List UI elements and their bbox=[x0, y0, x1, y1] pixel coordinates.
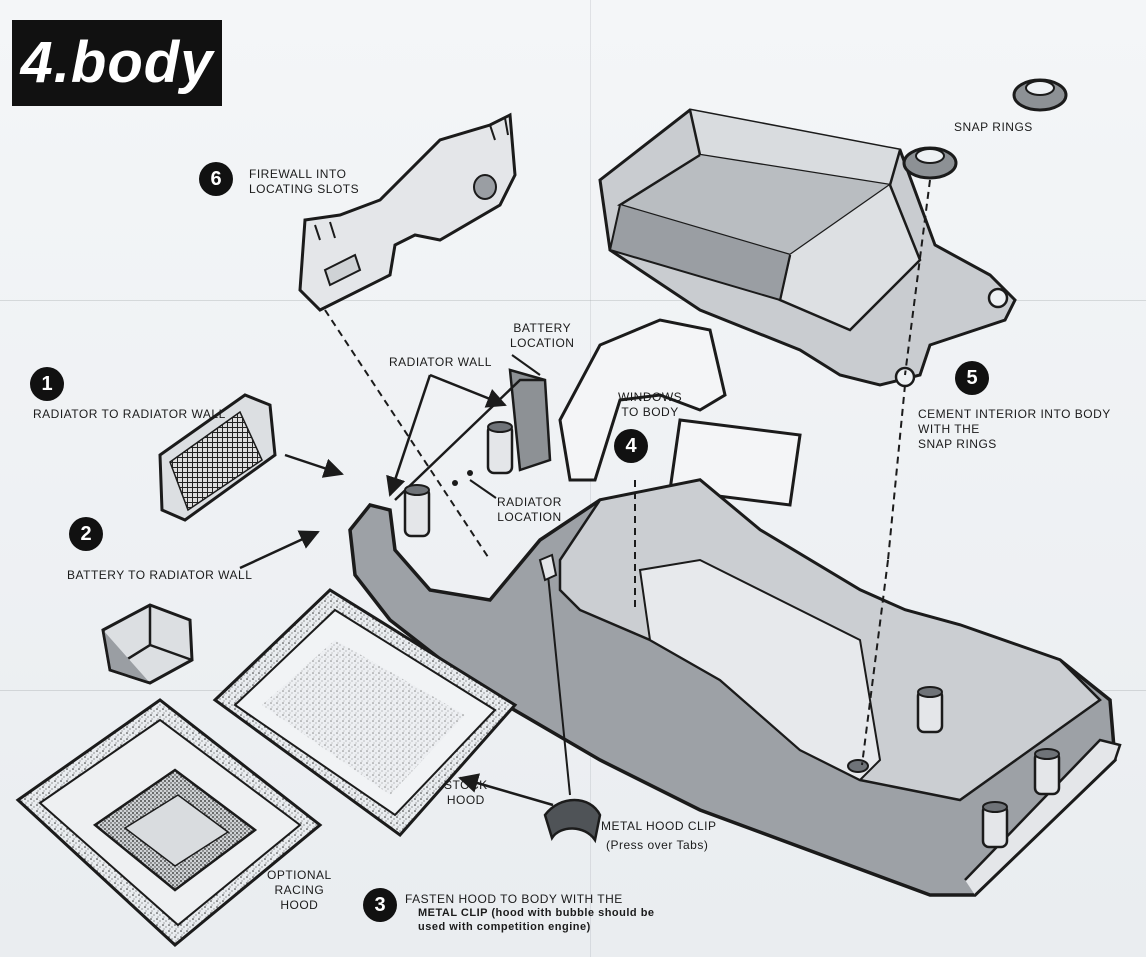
optional-racing-hood-label: OPTIONAL RACING HOOD bbox=[267, 868, 332, 912]
metal-hood-clip-part bbox=[543, 798, 602, 844]
windows-to-body-label: WINDOWS TO BODY bbox=[618, 390, 683, 419]
cement-interior-label: CEMENT INTERIOR INTO BODY WITH THE SNAP … bbox=[918, 407, 1111, 451]
step-6-badge: 6 bbox=[199, 162, 233, 196]
snap-ring-upper bbox=[1012, 78, 1068, 112]
radiator-location-label: RADIATOR LOCATION bbox=[497, 495, 562, 524]
press-over-tabs-label: (Press over Tabs) bbox=[606, 838, 709, 852]
step-3-badge: 3 bbox=[363, 888, 397, 922]
battery-location-label: BATTERY LOCATION bbox=[510, 321, 575, 350]
interior-tub bbox=[598, 108, 1017, 388]
radiator-part bbox=[158, 393, 277, 522]
step-5-badge: 5 bbox=[955, 361, 989, 395]
step-2-badge: 2 bbox=[69, 517, 103, 551]
step-4-badge: 4 bbox=[614, 429, 648, 463]
stock-hood-part bbox=[212, 588, 518, 838]
firewall-label: FIREWALL INTO LOCATING SLOTS bbox=[249, 167, 360, 196]
firewall-part bbox=[298, 112, 517, 312]
racing-hood-part bbox=[15, 698, 323, 947]
metal-hood-clip-label: METAL HOOD CLIP bbox=[601, 819, 717, 833]
stock-hood-label: STOCK HOOD bbox=[444, 778, 488, 807]
radiator-wall-label: RADIATOR WALL bbox=[389, 355, 492, 369]
fasten-hood-label-line1: FASTEN HOOD TO BODY WITH THE bbox=[405, 892, 623, 906]
fasten-hood-label-line3: used with competition engine) bbox=[418, 921, 591, 933]
radiator-to-wall-label: RADIATOR TO RADIATOR WALL bbox=[33, 407, 226, 421]
battery-to-wall-label: BATTERY TO RADIATOR WALL bbox=[67, 568, 253, 582]
snap-ring-lower bbox=[902, 146, 958, 180]
section-title-badge: 4.body bbox=[12, 20, 222, 106]
battery-part bbox=[101, 603, 194, 685]
body-shell bbox=[348, 368, 1122, 897]
section-title: 4.body bbox=[20, 30, 214, 95]
step-1-badge: 1 bbox=[30, 367, 64, 401]
snap-rings-label: SNAP RINGS bbox=[954, 120, 1033, 134]
fasten-hood-label-line2: METAL CLIP (hood with bubble should be bbox=[418, 907, 655, 919]
paper-fold-line bbox=[0, 300, 1146, 301]
